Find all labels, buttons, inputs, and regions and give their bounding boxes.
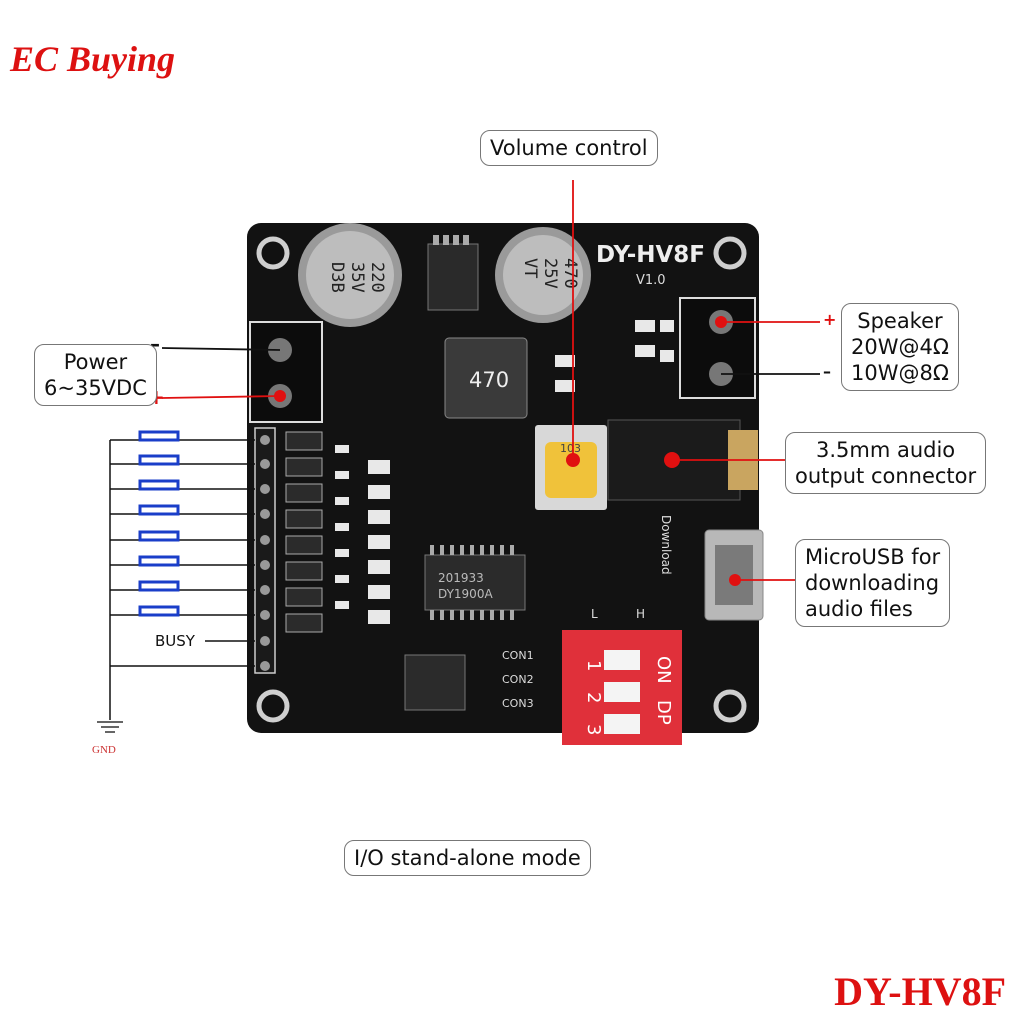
leader-lines xyxy=(161,180,820,581)
board-version: V1.0 xyxy=(636,273,666,288)
dip-h-label: H xyxy=(636,607,645,621)
cap-right-val1: 470 xyxy=(560,258,580,289)
cap-left-val3: D3B xyxy=(327,262,347,293)
power-minus-sign: – xyxy=(150,332,160,356)
download-label: Download xyxy=(659,515,673,575)
audio-line1: 3.5mm audio xyxy=(815,438,956,462)
con2-label: CON2 xyxy=(502,673,534,686)
volume-potentiometer: 103 xyxy=(535,425,607,510)
audio-output-callout: 3.5mm audio output connector xyxy=(785,432,987,494)
speaker-callout: Speaker 20W@4Ω 10W@8Ω xyxy=(841,303,959,391)
dip-dp: DP xyxy=(653,700,674,725)
mounting-holes xyxy=(256,236,747,723)
main-chip-pins xyxy=(430,545,514,620)
board-title: DY-HV8F xyxy=(596,242,705,268)
usb-line3: audio files xyxy=(805,597,913,621)
power-callout: Power 6~35VDC xyxy=(34,344,157,406)
capacitor-left: 220 35V D3B xyxy=(298,223,402,327)
dip-num-1: 1 xyxy=(583,660,604,671)
cap-right-val3: VT xyxy=(520,258,540,278)
capacitor-right: 470 25V VT xyxy=(495,227,591,323)
mode-callout: I/O stand-alone mode xyxy=(344,840,591,876)
inductor: 470 xyxy=(444,337,528,419)
push-buttons xyxy=(138,430,180,617)
svg-text:DY1900A: DY1900A xyxy=(438,587,493,601)
smd-components xyxy=(335,320,674,624)
speaker-terminal xyxy=(679,297,756,399)
pin-header xyxy=(254,427,276,674)
svg-text:201933: 201933 xyxy=(438,571,484,585)
power-line2: 6~35VDC xyxy=(44,376,147,400)
dip-l-label: L xyxy=(591,607,598,621)
con3-label: CON3 xyxy=(502,697,534,710)
model-name: DY-HV8F xyxy=(834,969,1006,1014)
mode-text: I/O stand-alone mode xyxy=(354,846,581,870)
svg-text:103: 103 xyxy=(560,442,581,455)
dip-num-3: 3 xyxy=(583,724,604,735)
speaker-line3: 10W@8Ω xyxy=(851,361,949,385)
volume-control-callout: Volume control xyxy=(480,130,658,166)
switch-wires xyxy=(109,439,255,720)
main-chip: 201933 DY1900A xyxy=(424,554,526,611)
dip-num-2: 2 xyxy=(583,692,604,703)
gnd-label: GND xyxy=(92,744,116,756)
gnd-symbol-icon xyxy=(97,721,123,733)
ic-top xyxy=(427,243,479,311)
pcb-board xyxy=(247,223,759,733)
power-line1: Power xyxy=(63,350,128,374)
cap-left-val2: 35V xyxy=(347,262,367,293)
speaker-line1: Speaker xyxy=(857,309,943,333)
power-terminal xyxy=(249,321,323,423)
flash-chip xyxy=(404,654,466,711)
dip-on: ON xyxy=(653,656,674,684)
diode-array xyxy=(285,431,323,633)
speaker-plus-sign: + xyxy=(823,310,837,329)
brand-logo-text: EC Buying xyxy=(10,39,176,79)
speaker-minus-sign: – xyxy=(823,362,831,381)
usb-line1: MicroUSB for xyxy=(805,545,941,569)
usb-line2: downloading xyxy=(805,571,940,595)
speaker-line2: 20W@4Ω xyxy=(851,335,949,359)
cap-right-val2: 25V xyxy=(540,258,560,289)
dip-switch: 1 2 3 ON DP xyxy=(562,630,682,745)
busy-label: BUSY xyxy=(155,632,195,650)
volume-control-text: Volume control xyxy=(490,136,648,160)
leader-dots xyxy=(274,316,741,586)
audio-line2: output connector xyxy=(795,464,977,488)
svg-text:470: 470 xyxy=(469,368,509,392)
con1-label: CON1 xyxy=(502,649,534,662)
cap-left-val1: 220 xyxy=(367,262,387,293)
header-pins xyxy=(260,435,270,671)
micro-usb-callout: MicroUSB for downloading audio files xyxy=(795,539,951,627)
